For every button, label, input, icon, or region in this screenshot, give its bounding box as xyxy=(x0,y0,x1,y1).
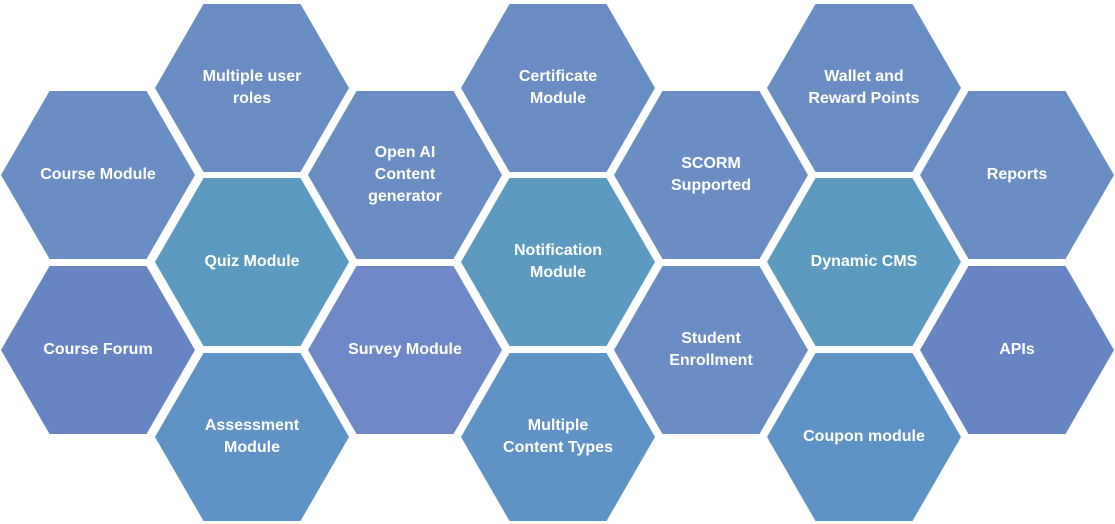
hex-label: Survey Module xyxy=(348,341,462,358)
hex-student-enrollment: Student Enrollment xyxy=(614,266,808,434)
hex-survey-module: Survey Module xyxy=(308,266,502,434)
hex-label: Wallet and Reward Points xyxy=(808,68,920,107)
hex-label: SCORM Supported xyxy=(671,155,751,194)
hex-coupon-module: Coupon module xyxy=(767,353,961,521)
hex-reports: Reports xyxy=(920,91,1114,259)
hex-quiz-module: Quiz Module xyxy=(155,178,349,346)
hex-label: Coupon module xyxy=(803,428,925,445)
hex-label: Reports xyxy=(986,166,1048,183)
hex-apis: APIs xyxy=(920,266,1114,434)
hex-course-module: Course Module xyxy=(1,91,195,259)
hex-label: Notification Module xyxy=(514,242,602,281)
hex-dynamic-cms: Dynamic CMS xyxy=(767,178,961,346)
hex-open-ai-content-generator: Open AI Content generator xyxy=(308,91,502,259)
hex-label: Quiz Module xyxy=(204,253,300,270)
hex-course-forum: Course Forum xyxy=(1,266,195,434)
hex-label: Assessment Module xyxy=(204,417,300,456)
hex-wallet-and-reward-points: Wallet and Reward Points xyxy=(767,4,961,172)
hex-label: APIs xyxy=(999,341,1035,358)
hex-label: Open AI Content generator xyxy=(368,144,442,205)
hex-multiple-user-roles: Multiple user roles xyxy=(155,4,349,172)
hex-label: Student Enrollment xyxy=(669,330,753,369)
hex-label: Course Module xyxy=(40,166,156,183)
hex-label: Multiple Content Types xyxy=(503,417,613,456)
hex-assessment-module: Assessment Module xyxy=(155,353,349,521)
hex-certificate-module: Certificate Module xyxy=(461,4,655,172)
hex-label: Certificate Module xyxy=(518,68,598,107)
hex-notification-module: Notification Module xyxy=(461,178,655,346)
hex-label: Dynamic CMS xyxy=(810,253,918,270)
hex-scorm-supported: SCORM Supported xyxy=(614,91,808,259)
hex-label: Course Forum xyxy=(43,341,153,358)
hex-label: Multiple user roles xyxy=(202,68,302,107)
hex-multiple-content-types: Multiple Content Types xyxy=(461,353,655,521)
